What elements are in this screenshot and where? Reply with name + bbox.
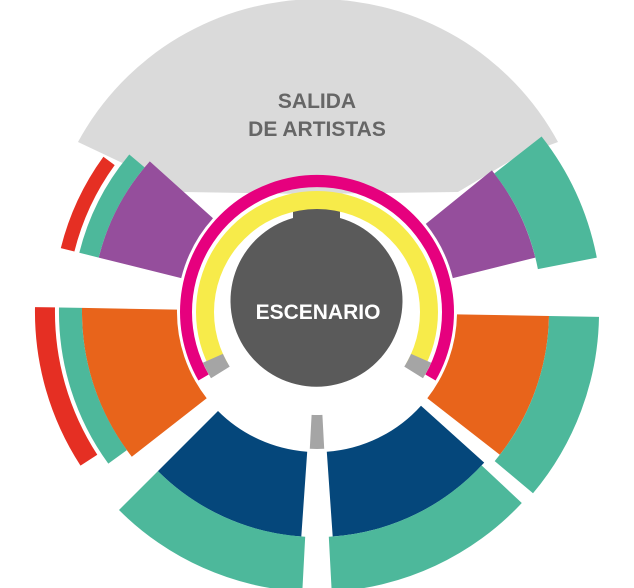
- section-left-upper-purple[interactable]: [98, 161, 213, 279]
- section-bottom-left-navy[interactable]: [157, 411, 308, 537]
- artist-exit-label-line1: SALIDA: [278, 90, 356, 113]
- aisle-bottom: [309, 414, 325, 449]
- section-bottom-right-navy[interactable]: [326, 405, 485, 537]
- artist-exit-area[interactable]: [78, 0, 558, 194]
- stage-label: ESCENARIO: [256, 301, 381, 324]
- section-bottom-right-teal[interactable]: [328, 465, 522, 588]
- section-left-lower-red[interactable]: [34, 307, 98, 466]
- section-right-upper-teal[interactable]: [494, 136, 597, 270]
- stage[interactable]: [230, 194, 403, 387]
- artist-exit-label-line2: DE ARTISTAS: [248, 118, 386, 141]
- section-left-lower-teal[interactable]: [58, 307, 127, 464]
- section-right-lower-teal[interactable]: [494, 316, 599, 494]
- aisle-right: [404, 353, 432, 379]
- aisle-left: [202, 353, 230, 379]
- section-left-lower-orange[interactable]: [81, 307, 207, 457]
- section-left-upper-red[interactable]: [60, 156, 115, 252]
- section-left-upper-teal[interactable]: [79, 154, 145, 258]
- section-bottom-left-teal[interactable]: [119, 471, 306, 588]
- seating-sections: [34, 136, 599, 588]
- section-right-lower-orange[interactable]: [427, 314, 549, 455]
- section-right-upper-purple[interactable]: [425, 170, 536, 279]
- yellow-ring[interactable]: [195, 191, 438, 373]
